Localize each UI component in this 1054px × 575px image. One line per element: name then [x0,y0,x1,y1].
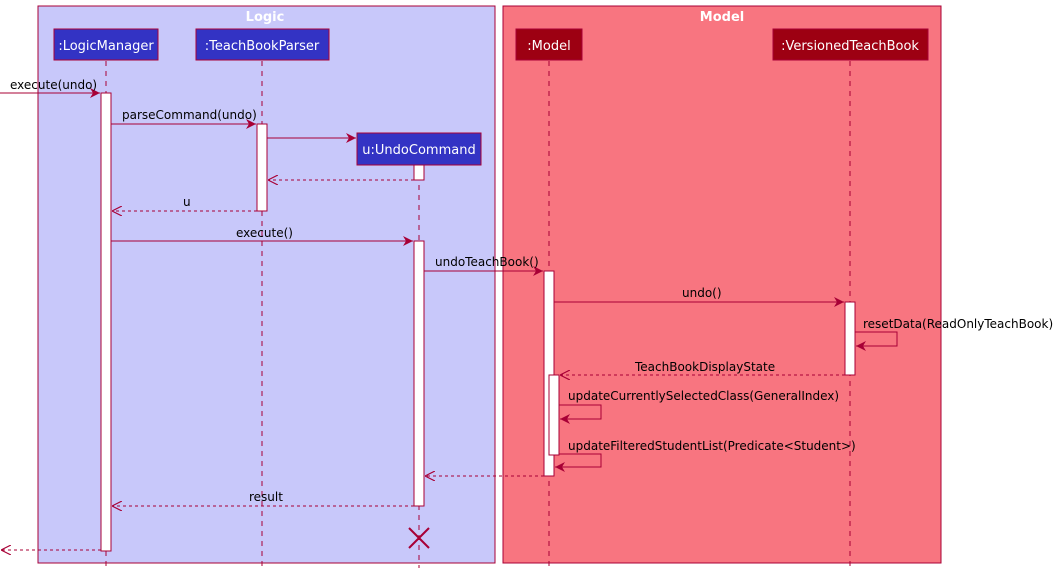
participant-versioned-teachbook[interactable]: :VersionedTeachBook [772,28,929,61]
msg-result: result [249,490,283,504]
msg-undo: undo() [682,286,722,300]
msg-update-filtered-list: updateFilteredStudentList(Predicate<Stud… [568,439,856,453]
arrow-update-selected-class [559,404,602,424]
activation-model [543,270,555,477]
msg-execute-undo: execute(undo) [10,78,97,92]
activation-undo-command-create [413,164,425,181]
msg-parse-command: parseCommand(undo) [122,108,257,122]
msg-update-selected-class: updateCurrentlySelectedClass(GeneralInde… [568,389,839,403]
msg-return-u: u [183,195,191,209]
activation-versioned-teachbook [844,301,856,376]
participant-logic-manager[interactable]: :LogicManager [53,28,159,61]
msg-execute: execute() [236,226,293,240]
participant-parser-label: :TeachBookParser [205,39,320,54]
model-box: Model [502,5,942,564]
participant-model[interactable]: :Model [515,28,583,61]
participant-undo-command[interactable]: u:UndoCommand [356,132,482,166]
activation-parser [256,123,268,212]
participant-versioned-teachbook-label: :VersionedTeachBook [781,39,919,54]
msg-reset-data: resetData(ReadOnlyTeachBook) [863,317,1053,331]
participant-logic-manager-label: :LogicManager [58,39,154,54]
arrow-reset-data [855,331,898,351]
arrow-update-filtered-list [555,453,602,472]
msg-undo-teachbook: undoTeachBook() [435,255,539,269]
activation-logic-manager [100,92,112,552]
participant-undo-command-label: u:UndoCommand [362,143,475,158]
activation-undo-command-execute [413,240,425,507]
activation-model-nested [548,374,560,456]
logic-box-title: Logic [246,10,285,25]
destroy-x-icon [408,527,430,549]
model-box-title: Model [700,10,744,25]
participant-model-label: :Model [527,39,570,54]
msg-display-state: TeachBookDisplayState [634,360,775,374]
participant-parser[interactable]: :TeachBookParser [195,28,330,61]
